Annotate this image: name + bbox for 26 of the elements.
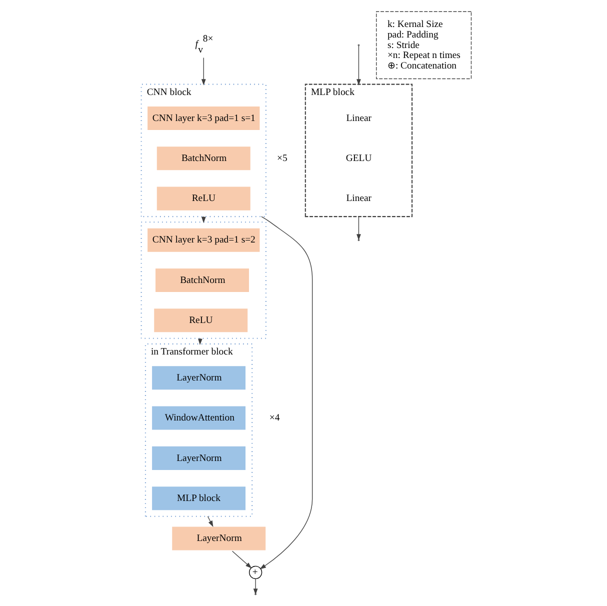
arrow [253, 578, 258, 595]
node-box: k: Kernal Size pad: Padding s: Stride ×n: Repeat n times ⊕: Concatenation [376, 11, 472, 80]
arrow [356, 46, 361, 86]
arrow [201, 57, 206, 86]
node-box: MLP block [150, 485, 247, 512]
node-text: Linear [346, 112, 372, 124]
node-circle: + [248, 566, 262, 579]
node-label: ×4 [269, 412, 280, 424]
arrow [356, 216, 361, 240]
node-box: CNN layer k=3 pad=1 s=1 [146, 105, 262, 132]
node-box: LayerNorm [150, 364, 247, 392]
node-box: WindowAttention [150, 404, 247, 432]
arrow [232, 550, 252, 568]
node-box: CNN layer k=3 pad=1 s=2 [146, 226, 262, 254]
node-box: BatchNorm [154, 267, 250, 294]
node-box: ReLU [152, 307, 249, 334]
node-text: Linear [346, 193, 372, 204]
node-label: ×5 [277, 152, 288, 164]
arrow [207, 516, 214, 527]
arrow [198, 338, 202, 345]
node-box: ReLU [156, 185, 252, 212]
node-box: BatchNorm [156, 145, 252, 172]
node-text: GELU [346, 152, 372, 164]
node-box: LayerNorm [170, 525, 267, 552]
arrow [260, 216, 313, 570]
node-box: LayerNorm [150, 445, 247, 472]
